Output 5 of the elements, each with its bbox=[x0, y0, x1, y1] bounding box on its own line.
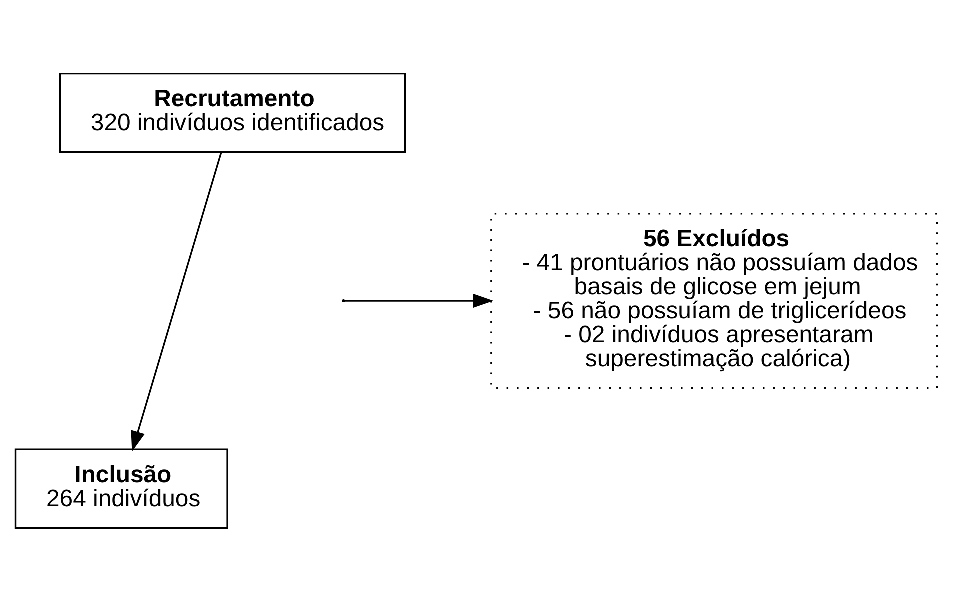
node-box: Inclusão 264 indivíduos bbox=[14, 448, 228, 529]
arrow bbox=[344, 293, 494, 308]
node-box: 56 Excluídos - 41 prontuários não possuíam dados basais de glicose em jejum - 56 não possuíam de triglicerídeos - 02 indivíduos apresentaram superestimação calórica) bbox=[490, 212, 938, 388]
arrow bbox=[131, 152, 222, 452]
node-box: Recrutamento 320 indivíduos identificados bbox=[59, 72, 406, 153]
